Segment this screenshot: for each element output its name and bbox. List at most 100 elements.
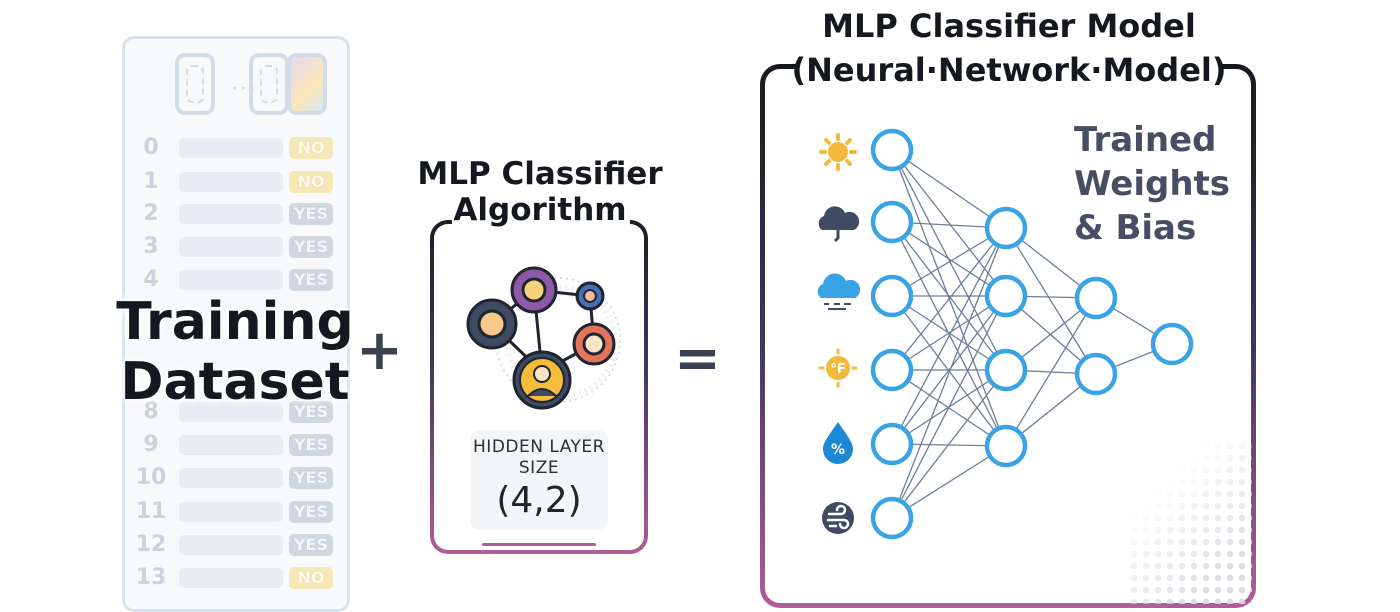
hidden1-neuron bbox=[984, 206, 1028, 250]
dataset-row: 8 YES bbox=[125, 399, 347, 425]
dataset-row: 10 YES bbox=[125, 465, 347, 491]
svg-text:%: % bbox=[831, 442, 845, 458]
wind-cloud-icon bbox=[817, 273, 861, 310]
network-edge bbox=[891, 295, 1007, 371]
equals-operator: = bbox=[674, 326, 721, 391]
hidden1-neuron bbox=[984, 274, 1028, 318]
row-label-badge: YES bbox=[289, 236, 333, 258]
model-title-line1: MLP Classifier Model bbox=[822, 7, 1196, 45]
row-index: 11 bbox=[135, 499, 167, 524]
input-neuron bbox=[870, 128, 914, 172]
sun-icon bbox=[819, 133, 857, 171]
dataset-title: Training Dataset bbox=[116, 292, 354, 412]
row-index: 1 bbox=[143, 169, 159, 194]
hidden1-neuron bbox=[984, 424, 1028, 468]
row-feature-bar bbox=[179, 138, 283, 158]
row-feature-bar bbox=[179, 204, 283, 224]
network-edges bbox=[891, 149, 1173, 519]
hidden-layer-size-value: (4,2) bbox=[496, 480, 582, 521]
network-edge bbox=[1005, 227, 1097, 375]
network-edge bbox=[1005, 297, 1097, 447]
dataset-row: 0 NO bbox=[125, 135, 347, 161]
hidden2-neuron bbox=[1074, 352, 1118, 396]
row-index: 9 bbox=[143, 432, 159, 457]
network-edge bbox=[891, 221, 1007, 297]
decorative-dot-pattern bbox=[1128, 440, 1252, 604]
hidden-layer-size-label: HIDDEN LAYER SIZE bbox=[473, 437, 605, 478]
row-index: 0 bbox=[143, 135, 159, 160]
network-edge bbox=[891, 149, 1007, 229]
input-neuron bbox=[870, 422, 914, 466]
network-edge bbox=[891, 221, 1007, 447]
dataset-row: 2 YES bbox=[125, 201, 347, 227]
row-feature-bar bbox=[179, 237, 283, 257]
humidity-drop-icon: % bbox=[823, 422, 853, 464]
row-label-badge: YES bbox=[289, 401, 333, 423]
input-feature-icons: °F % bbox=[817, 133, 861, 534]
row-feature-bar bbox=[179, 172, 283, 192]
row-index: 12 bbox=[135, 532, 167, 557]
network-edge bbox=[891, 227, 1007, 445]
dataset-row: 11 YES bbox=[125, 499, 347, 525]
row-index: 4 bbox=[143, 267, 159, 292]
hidden-layer-size-box bbox=[470, 430, 608, 530]
network-edge bbox=[891, 295, 1007, 519]
input-neuron bbox=[870, 274, 914, 318]
input-neuron bbox=[870, 200, 914, 244]
output-neuron bbox=[1150, 322, 1194, 366]
hidden1-neuron bbox=[984, 348, 1028, 392]
svg-text:°F: °F bbox=[830, 362, 845, 377]
sample-photo-icon bbox=[287, 53, 327, 115]
input-neuron bbox=[870, 348, 914, 392]
algorithm-title-backdrop bbox=[452, 214, 630, 228]
dataset-row: 1 NO bbox=[125, 169, 347, 195]
row-feature-bar bbox=[179, 270, 283, 290]
sample-image-icon bbox=[175, 53, 215, 115]
row-label-badge: YES bbox=[289, 434, 333, 456]
algorithm-title-line1: MLP Classifier bbox=[417, 156, 663, 192]
row-label-badge: YES bbox=[289, 467, 333, 489]
hidden2-neuron bbox=[1074, 276, 1118, 320]
row-index: 8 bbox=[143, 399, 159, 424]
trained-weights-line: Weights bbox=[1074, 164, 1231, 204]
dataset-row: 3 YES bbox=[125, 234, 347, 260]
row-index: 10 bbox=[135, 465, 167, 490]
network-edge bbox=[891, 445, 1007, 519]
trained-weights-label: Trained Weights & Bias bbox=[1074, 118, 1274, 250]
algorithm-title: MLP Classifier Algorithm bbox=[408, 156, 672, 228]
row-feature-bar bbox=[179, 435, 283, 455]
row-label-badge: YES bbox=[289, 269, 333, 291]
row-index: 13 bbox=[135, 565, 167, 590]
row-label-badge: YES bbox=[289, 203, 333, 225]
row-feature-bar bbox=[179, 535, 283, 555]
model-title: MLP Classifier Model (Neural·Network·Mod… bbox=[744, 4, 1274, 92]
dataset-row: 4 YES bbox=[125, 267, 347, 293]
row-feature-bar bbox=[179, 402, 283, 422]
network-edge bbox=[891, 149, 1007, 297]
row-feature-bar bbox=[179, 568, 283, 588]
row-label-badge: NO bbox=[289, 137, 333, 159]
plus-operator: + bbox=[356, 318, 403, 383]
row-label-badge: NO bbox=[289, 171, 333, 193]
network-edge bbox=[891, 227, 1007, 371]
row-index: 2 bbox=[143, 201, 159, 226]
temperature-sun-icon: °F bbox=[818, 348, 858, 388]
algorithm-title-line2: Algorithm bbox=[453, 192, 627, 228]
trained-weights-line: & Bias bbox=[1074, 208, 1197, 248]
row-label-badge: YES bbox=[289, 501, 333, 523]
row-index: 3 bbox=[143, 234, 159, 259]
rain-cloud-icon bbox=[818, 206, 860, 243]
dataset-row: 9 YES bbox=[125, 432, 347, 458]
network-edge bbox=[891, 227, 1007, 297]
row-label-badge: NO bbox=[289, 567, 333, 589]
dataset-row: 13 NO bbox=[125, 565, 347, 591]
wind-icon bbox=[822, 502, 854, 534]
network-edge bbox=[891, 369, 1007, 519]
row-feature-bar bbox=[179, 502, 283, 522]
algorithm-underline bbox=[482, 543, 596, 546]
network-edge bbox=[891, 227, 1007, 519]
network-edge bbox=[891, 295, 1007, 445]
